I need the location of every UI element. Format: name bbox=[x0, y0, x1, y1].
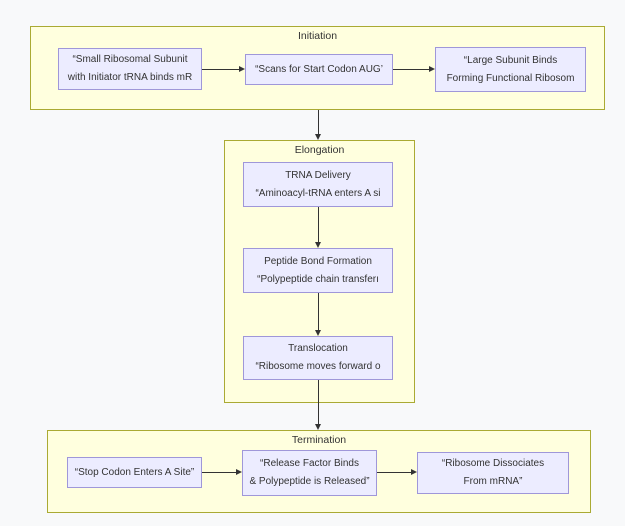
arrow-trna-to-peptide bbox=[318, 207, 319, 242]
node-text: “Large Subunit Binds bbox=[463, 54, 558, 66]
section-title-termination: Termination bbox=[291, 434, 347, 446]
node-text: Translocation bbox=[288, 343, 348, 354]
node-text: with Initiator tRNA binds mR bbox=[67, 72, 193, 83]
node-release-factor: “Release Factor Binds & Polypeptide is R… bbox=[242, 450, 377, 496]
node-text: Peptide Bond Formation bbox=[264, 255, 372, 267]
node-small-ribosomal-subunit: “Small Ribosomal Subunit with Initiator … bbox=[58, 48, 202, 90]
arrowhead-icon bbox=[315, 242, 321, 248]
node-ribosome-dissociates: “Ribosome Dissociates From mRNA” bbox=[417, 452, 569, 494]
node-text: “Ribosome Dissociates bbox=[441, 458, 545, 469]
node-translocation: Translocation “Ribosome moves forward o bbox=[243, 336, 393, 380]
section-title-initiation: Initiation bbox=[297, 30, 338, 42]
node-text: “Polypeptide chain transferı bbox=[257, 273, 379, 285]
node-text: From mRNA” bbox=[463, 476, 523, 487]
node-trna-delivery: TRNA Delivery “Aminoacyl-tRNA enters A s… bbox=[243, 162, 393, 207]
arrow-init1-to-init2 bbox=[202, 69, 239, 70]
node-text: “Stop Codon Enters A Site” bbox=[74, 466, 195, 478]
arrowhead-icon bbox=[315, 424, 321, 430]
arrowhead-icon bbox=[315, 134, 321, 140]
node-large-subunit-binds: “Large Subunit Binds Forming Functional … bbox=[435, 47, 586, 92]
arrowhead-icon bbox=[236, 468, 242, 475]
node-stop-codon: “Stop Codon Enters A Site” bbox=[67, 457, 202, 488]
node-text: Forming Functional Ribosom bbox=[446, 72, 575, 84]
arrow-term1-to-term2 bbox=[202, 472, 236, 473]
node-text: & Polypeptide is Released” bbox=[249, 476, 370, 487]
arrowhead-icon bbox=[411, 468, 417, 475]
node-peptide-bond-formation: Peptide Bond Formation “Polypeptide chai… bbox=[243, 248, 393, 293]
arrow-init2-to-init3 bbox=[393, 69, 429, 70]
arrowhead-icon bbox=[239, 65, 245, 72]
node-text: TRNA Delivery bbox=[285, 169, 351, 181]
arrow-elongation-to-termination bbox=[318, 380, 319, 424]
arrow-peptide-to-translocation bbox=[318, 293, 319, 330]
node-text: “Aminoacyl-tRNA enters A si bbox=[255, 187, 381, 199]
node-text: “Scans for Start Codon AUG’ bbox=[255, 63, 383, 75]
arrow-term2-to-term3 bbox=[377, 472, 411, 473]
node-scans-start-codon: “Scans for Start Codon AUG’ bbox=[245, 54, 393, 85]
arrowhead-icon bbox=[315, 330, 321, 336]
arrowhead-icon bbox=[429, 65, 435, 72]
node-text: “Release Factor Binds bbox=[260, 458, 359, 469]
arrow-initiation-to-elongation bbox=[318, 110, 319, 134]
node-text: “Ribosome moves forward o bbox=[255, 361, 381, 372]
node-text: “Small Ribosomal Subunit bbox=[72, 54, 188, 65]
section-title-elongation: Elongation bbox=[294, 144, 345, 156]
